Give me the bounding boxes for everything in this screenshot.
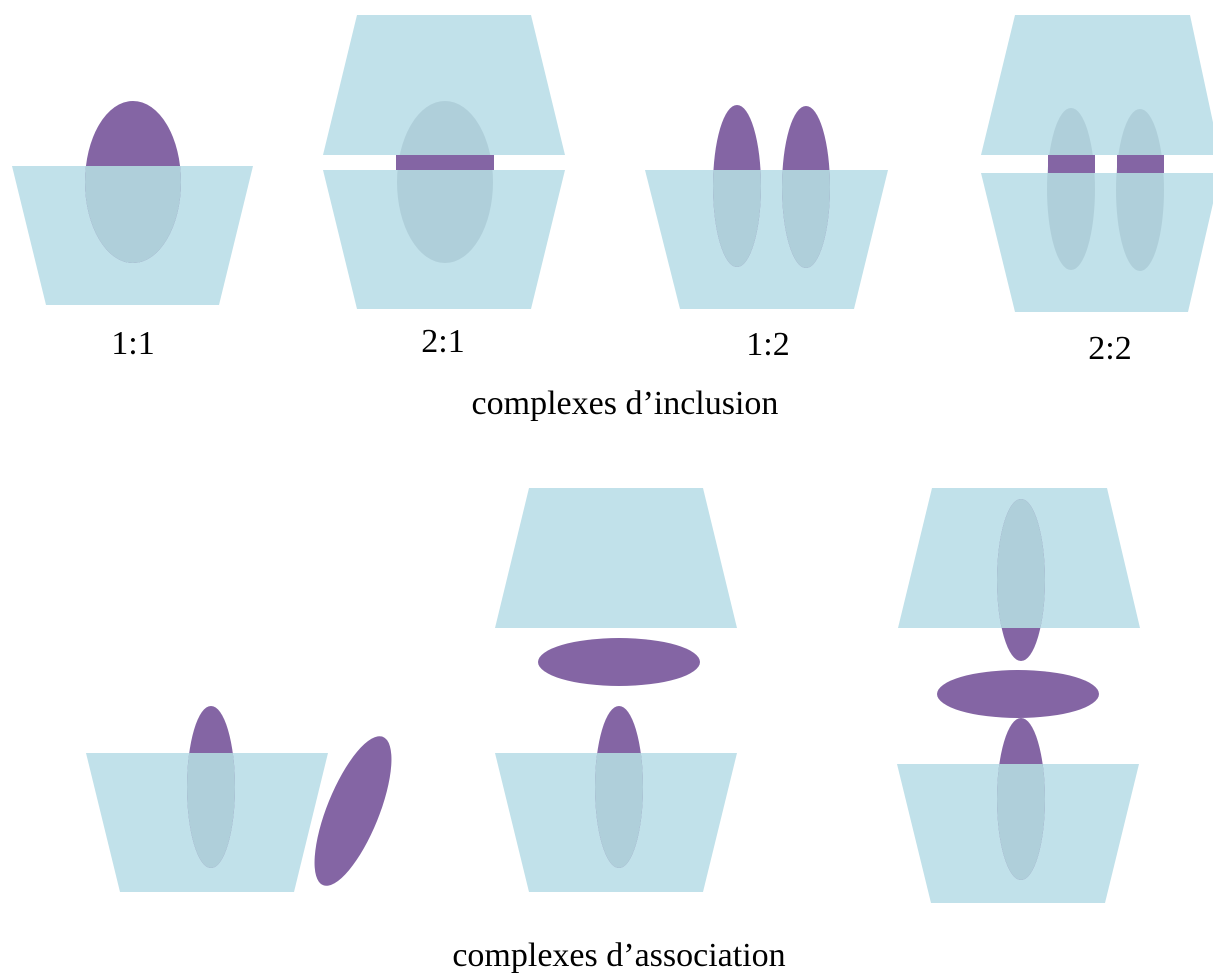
ratio-label-1-2: 1:2 xyxy=(746,326,789,363)
ratio-label-1-1: 1:1 xyxy=(111,325,154,362)
complex-1-1 xyxy=(12,101,253,305)
ratio-label-2-2: 2:2 xyxy=(1088,330,1131,367)
host-cone-bottom xyxy=(981,173,1213,312)
complex-2-1 xyxy=(323,15,565,309)
guest-inside-hosts xyxy=(397,101,493,263)
guest-molecule-1 xyxy=(1047,108,1095,270)
host-cone-top xyxy=(981,15,1213,155)
complex-1-2 xyxy=(645,105,888,309)
free-guest-molecule xyxy=(299,727,407,895)
host-cone xyxy=(645,170,888,309)
inclusion-caption: complexes d’inclusion xyxy=(472,385,779,422)
host-cone-top xyxy=(495,488,737,628)
association-complex-2 xyxy=(495,488,737,892)
bridging-guest-molecule xyxy=(538,638,700,686)
complex-2-2 xyxy=(981,15,1213,312)
association-complex-3 xyxy=(897,488,1140,903)
guest-exposed-band xyxy=(396,155,494,170)
guest-1-exposed-band xyxy=(1048,155,1095,173)
bridging-guest-molecule xyxy=(937,670,1099,718)
association-caption: complexes d’association xyxy=(452,937,785,974)
association-complex-1 xyxy=(86,706,407,895)
guest-2-exposed-band xyxy=(1117,155,1164,173)
guest-molecule-2 xyxy=(1116,109,1164,271)
ratio-label-2-1: 2:1 xyxy=(421,323,464,360)
